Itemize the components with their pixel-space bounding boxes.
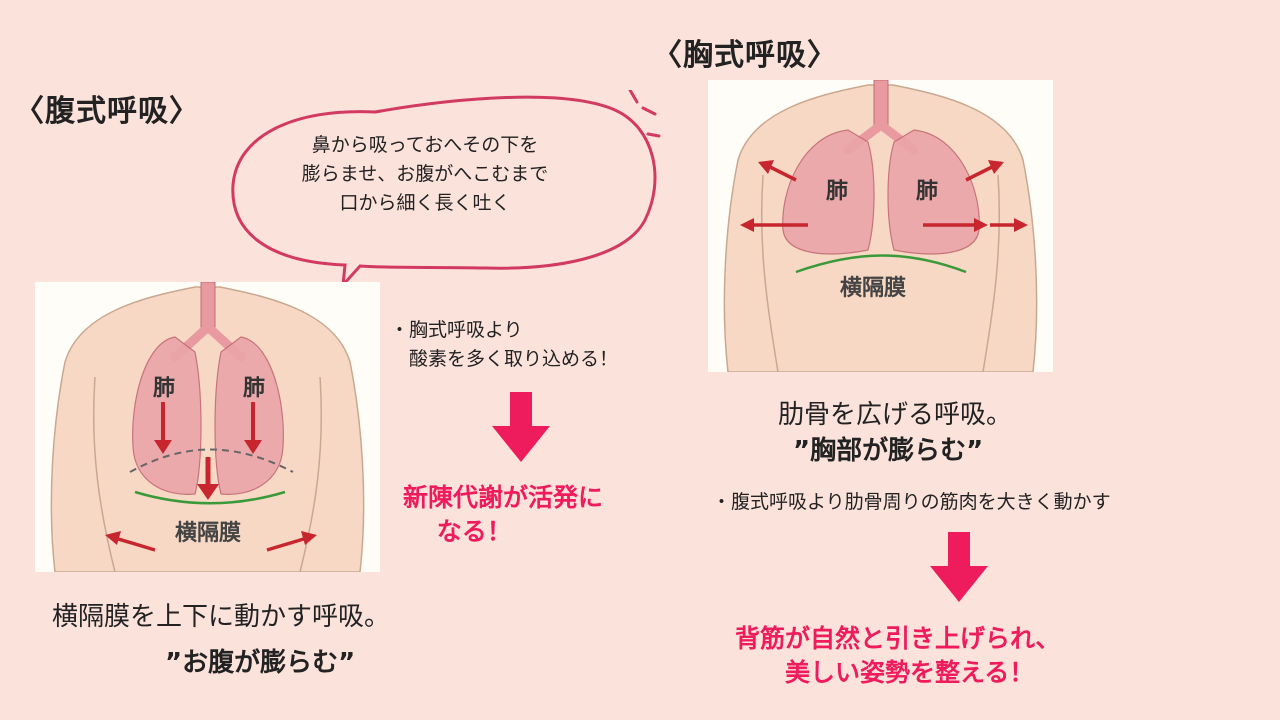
thoracic-lung-left-label: 肺 xyxy=(826,179,848,204)
abdominal-body-svg: 肺 肺 横隔膜 xyxy=(50,282,365,572)
thoracic-caption: 肋骨を広げる呼吸。 xyxy=(778,400,1013,430)
bubble-text: 鼻から吸っておへその下を 膨らませ、お腹がへこむまで 口から細く長く吐く xyxy=(301,134,549,214)
speech-bubble xyxy=(231,90,661,290)
thoracic-illustration: 肺 肺 横隔膜 xyxy=(708,80,1053,372)
abdominal-lung-right-label: 肺 xyxy=(243,376,265,401)
abdominal-note: ・胸式呼吸より 酸素を多く取り込める！ xyxy=(390,319,619,370)
thoracic-result: 背筋が自然と引き上げられ、 美しい姿勢を整える！ xyxy=(735,624,1061,687)
abdominal-illustration: 肺 肺 横隔膜 xyxy=(35,282,380,572)
thoracic-note: ・腹式呼吸より肋骨周りの筋肉を大きく動かす xyxy=(712,491,1111,513)
abdominal-caption: 横隔膜を上下に動かす呼吸。 xyxy=(52,602,391,632)
thoracic-caption-bold: ”胸部が膨らむ” xyxy=(793,436,984,466)
abdominal-caption-bold: ”お腹が膨らむ” xyxy=(165,648,356,678)
thoracic-lung-right-label: 肺 xyxy=(916,179,938,204)
thoracic-title: 〈胸式呼吸〉 xyxy=(652,38,838,73)
abdominal-title: 〈腹式呼吸〉 xyxy=(14,94,200,129)
abdominal-lung-left-label: 肺 xyxy=(153,376,175,401)
abdominal-diaphragm-label: 横隔膜 xyxy=(175,521,241,546)
abdominal-down-arrow-icon xyxy=(492,392,550,462)
thoracic-down-arrow-icon xyxy=(930,532,988,602)
thoracic-diaphragm-label: 横隔膜 xyxy=(840,276,906,301)
abdominal-result: 新陳代謝が活発に なる！ xyxy=(403,483,604,546)
thoracic-body-svg: 肺 肺 横隔膜 xyxy=(723,80,1038,372)
